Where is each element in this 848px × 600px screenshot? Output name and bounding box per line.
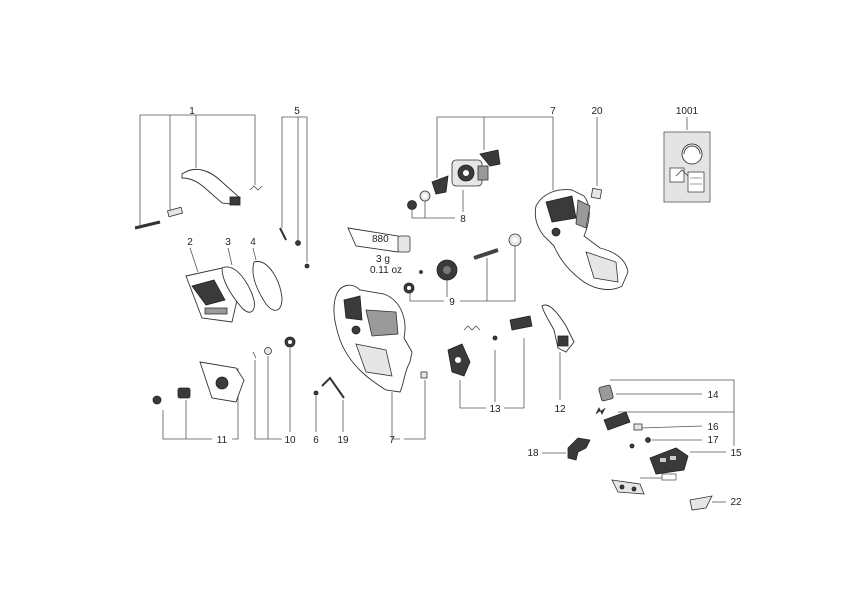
callout-7-left: 7: [389, 435, 395, 446]
bracket-part: [567, 437, 591, 461]
saw-chain-part: [252, 261, 283, 311]
part-group-16: 16: [595, 407, 719, 433]
part-group-12: 12: [541, 304, 575, 415]
callout-22: 22: [730, 497, 742, 508]
callout-3: 3: [225, 237, 231, 248]
part-group-3: 3: [221, 237, 255, 313]
callout-10: 10: [284, 435, 296, 446]
callout-1001: 1001: [676, 106, 699, 117]
callout-16: 16: [707, 422, 719, 433]
pin-part: [134, 220, 161, 230]
motor-part: [451, 159, 489, 187]
part-group-8: 8: [407, 190, 466, 225]
part-group-20: 20: [590, 106, 603, 200]
callout-4: 4: [250, 237, 256, 248]
callout-15: 15: [730, 448, 742, 459]
grease-code: 880: [372, 234, 389, 245]
callout-9: 9: [449, 297, 455, 308]
small-spring-part: [249, 185, 263, 191]
grease-weight-oz: 0.11 oz: [370, 265, 402, 276]
callout-19: 19: [337, 435, 349, 446]
shaft-part: [473, 248, 499, 260]
callout-12: 12: [554, 404, 566, 415]
part-group-7-left: 7: [333, 284, 428, 446]
pcb-module-part: [649, 447, 689, 475]
part-group-1: 1: [134, 106, 263, 230]
part-group-4: 4: [250, 237, 283, 311]
callout-13: 13: [489, 404, 501, 415]
part-group-15: 15: [610, 379, 742, 479]
callout-18: 18: [527, 448, 539, 459]
part-group-6: 6: [313, 390, 319, 446]
part-group-13: 13: [447, 315, 533, 415]
grease-weight-g: 3 g: [376, 254, 390, 265]
callout-6: 6: [313, 435, 319, 446]
part-group-10: 10: [252, 336, 296, 446]
callout-14: 14: [707, 390, 719, 401]
callout-1: 1: [189, 106, 195, 117]
part-group-5: 5: [279, 106, 310, 269]
callout-20: 20: [591, 106, 603, 117]
part-group-22: 22: [689, 495, 742, 511]
part-group-1001: 1001: [663, 106, 711, 203]
part-group-18: 18: [527, 437, 591, 461]
guide-bar-part: [221, 266, 255, 313]
callout-8: 8: [460, 214, 466, 225]
part-group-14: 14: [598, 384, 719, 402]
part-group-11: 11: [152, 361, 245, 446]
part-group-17: 17: [629, 435, 719, 449]
callout-11: 11: [217, 435, 228, 446]
connector-part: [611, 473, 677, 495]
hex-key-part: [321, 376, 345, 399]
callout-2: 2: [187, 237, 193, 248]
grease-tube: 880 3 g 0.11 oz: [347, 227, 423, 276]
part-group-9: 9: [403, 233, 522, 308]
callout-7-top: 7: [550, 106, 556, 117]
part-group-7-right: [534, 189, 629, 290]
screw-part: [279, 227, 287, 241]
sleeve-part: [166, 206, 184, 218]
callout-5: 5: [294, 106, 300, 117]
part-group-19: 19: [321, 376, 349, 446]
part-group-7-top: 7: [431, 106, 556, 195]
callout-17: 17: [707, 435, 719, 446]
